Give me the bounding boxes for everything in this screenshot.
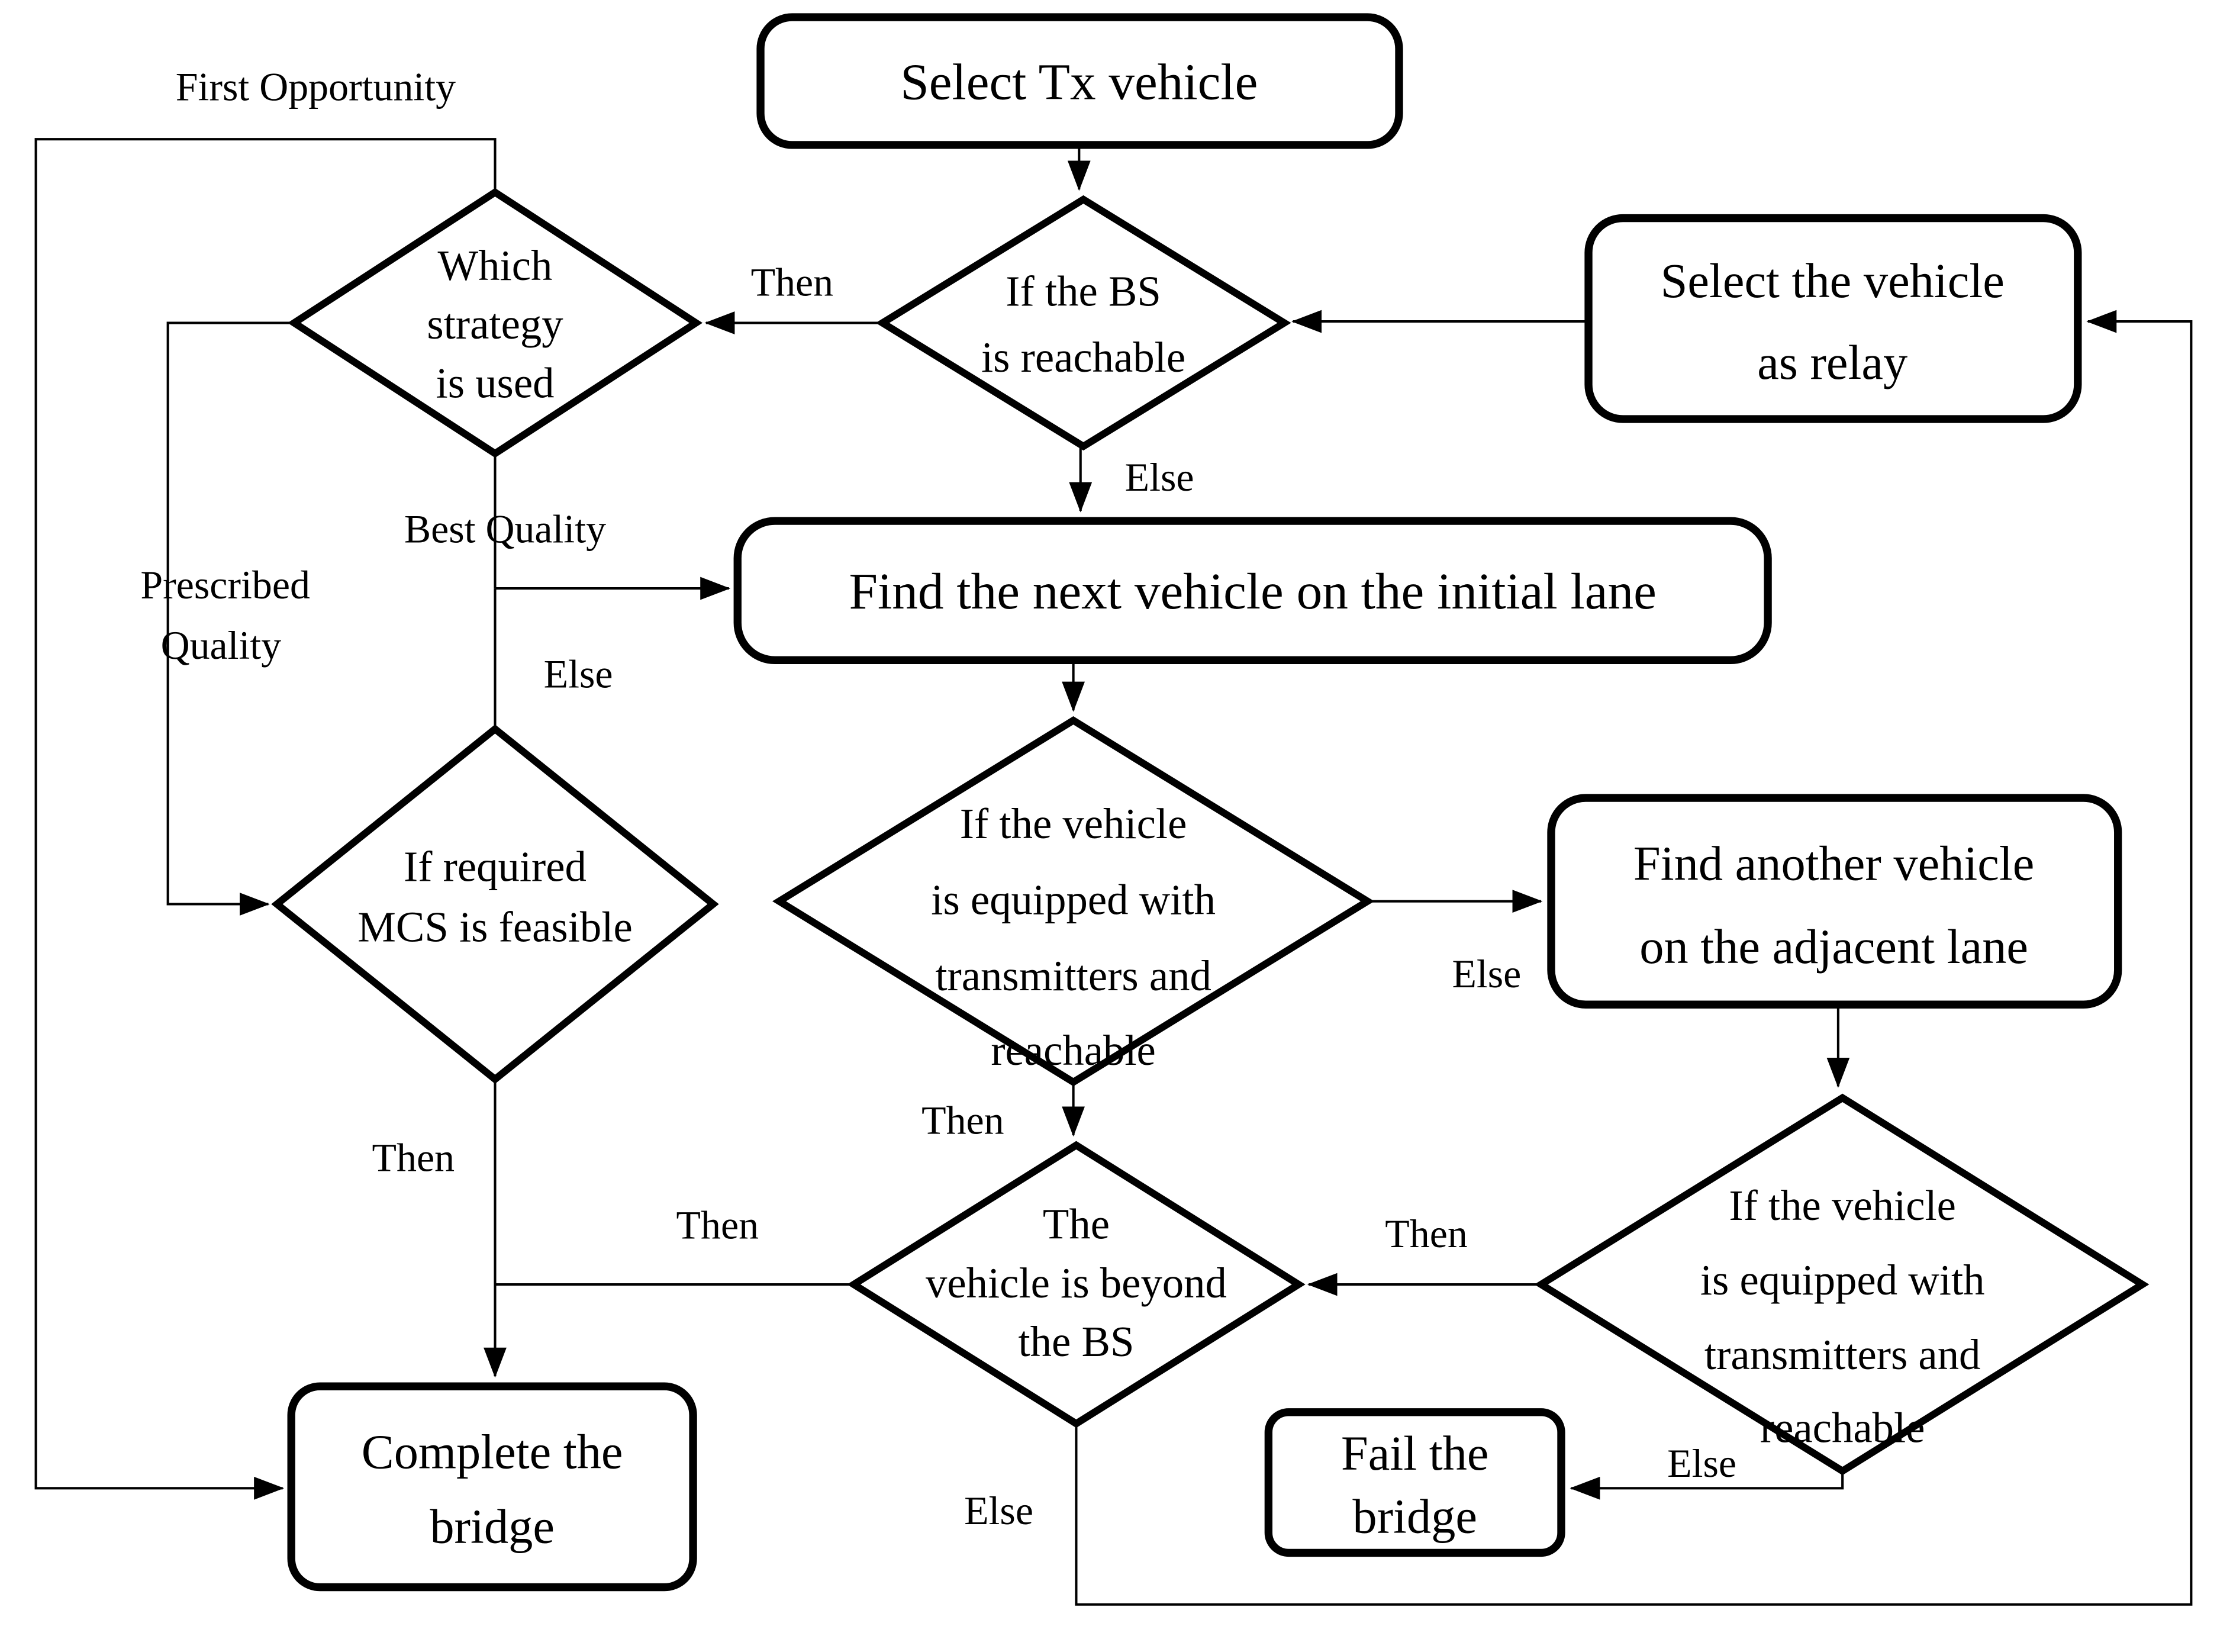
node-mcs-feasible-diamond xyxy=(271,724,719,1084)
node-complete-bridge-box xyxy=(287,1382,697,1592)
node-find-next-label: Find the next vehicle on the initial lan… xyxy=(849,562,1656,620)
node-mcs-feasible-label-line: If required xyxy=(404,843,587,891)
edge-label-then-beyond-left: Then xyxy=(676,1203,759,1247)
node-fail-bridge-label-line: Fail the xyxy=(1341,1426,1489,1480)
node-find-another-label-line: Find another vehicle xyxy=(1633,836,2035,890)
node-which-strategy-label-line: is used xyxy=(436,359,554,407)
node-beyond-bs-label-line: The xyxy=(1043,1200,1110,1248)
edge-label-then-equipped-initial: Then xyxy=(921,1098,1004,1142)
edge-label-first-opportunity: First Opportunity xyxy=(176,65,456,110)
node-select-relay-label-line: as relay xyxy=(1757,336,1907,389)
edge-label-else-beyond: Else xyxy=(964,1489,1033,1533)
node-select-tx-label: Select Tx vehicle xyxy=(900,53,1258,110)
node-which-strategy-label-line: Which xyxy=(438,241,553,289)
edges xyxy=(34,138,2193,1606)
node-find-next-box xyxy=(733,517,1772,664)
edge-label-else-bs: Else xyxy=(1125,455,1194,500)
node-fail-bridge-box xyxy=(1264,1408,1565,1557)
node-equipped-initial-diamond xyxy=(772,716,1375,1087)
node-bs-reachable-label-line: If the BS xyxy=(1006,267,1161,315)
node-shapes xyxy=(271,13,2150,1592)
node-labels: Select Tx vehicle If the BS is reachable… xyxy=(357,53,2034,1553)
edge-labels: First Opportunity Then Else Best Quality… xyxy=(140,65,1736,1533)
node-select-relay-label-line: Select the vehicle xyxy=(1661,254,2005,308)
node-beyond-bs-label-line: the BS xyxy=(1018,1318,1134,1366)
node-equipped-adjacent-label-line: If the vehicle xyxy=(1729,1181,1956,1229)
edge-equipped-adjacent-else-to-fail-bridge xyxy=(1570,1472,1844,1500)
node-mcs-feasible-label-line: MCS is feasible xyxy=(357,903,633,951)
node-find-another-box xyxy=(1547,794,2122,1009)
node-beyond-bs-diamond xyxy=(847,1141,1306,1428)
node-select-tx-box xyxy=(756,13,1403,149)
node-which-strategy-label-line: strategy xyxy=(427,300,563,348)
edge-label-then-beyond-right: Then xyxy=(1385,1212,1467,1256)
node-beyond-bs-label-line: vehicle is beyond xyxy=(926,1259,1227,1307)
edge-label-prescribed-quality-line: Prescribed xyxy=(140,563,310,607)
edge-which-strategy-first-opportunity-to-complete-bridge xyxy=(34,138,497,1500)
node-equipped-adjacent-label-line: is equipped with xyxy=(1700,1256,1985,1304)
node-bs-reachable-label-line: is reachable xyxy=(981,333,1185,381)
edge-beyond-bs-else-loop-to-select-relay xyxy=(1075,310,2193,1606)
node-complete-bridge-label-line: Complete the xyxy=(362,1425,623,1479)
node-equipped-initial-label-line: If the vehicle xyxy=(960,800,1187,848)
edge-label-then-bs: Then xyxy=(751,260,833,304)
node-equipped-adjacent-label-line: reachable xyxy=(1760,1404,1925,1452)
node-equipped-initial-label-line: transmitters and xyxy=(935,952,1211,1000)
edge-label-best-quality: Best Quality xyxy=(404,507,606,551)
edge-which-strategy-prescribed-quality-to-mcs xyxy=(166,321,293,916)
node-equipped-initial-label-line: is equipped with xyxy=(931,875,1216,923)
edge-label-else-equipped-adjacent: Else xyxy=(1667,1441,1736,1486)
edge-label-then-mcs: Then xyxy=(372,1135,455,1180)
node-find-another-label-line: on the adjacent lane xyxy=(1639,920,2028,974)
edge-label-else-strategy: Else xyxy=(544,652,613,696)
node-equipped-initial-label-line: reachable xyxy=(991,1026,1156,1074)
node-select-relay-box xyxy=(1584,214,2082,423)
node-complete-bridge-label-line: bridge xyxy=(430,1499,555,1553)
node-bs-reachable-diamond xyxy=(875,195,1291,451)
edge-label-else-equipped-initial: Else xyxy=(1452,952,1521,996)
node-equipped-adjacent-diamond xyxy=(1534,1093,2150,1476)
node-fail-bridge-label-line: bridge xyxy=(1352,1489,1477,1543)
edge-label-prescribed-quality-line: Quality xyxy=(161,623,282,668)
node-equipped-adjacent-label-line: transmitters and xyxy=(1704,1331,1981,1379)
node-which-strategy-diamond xyxy=(287,188,703,458)
